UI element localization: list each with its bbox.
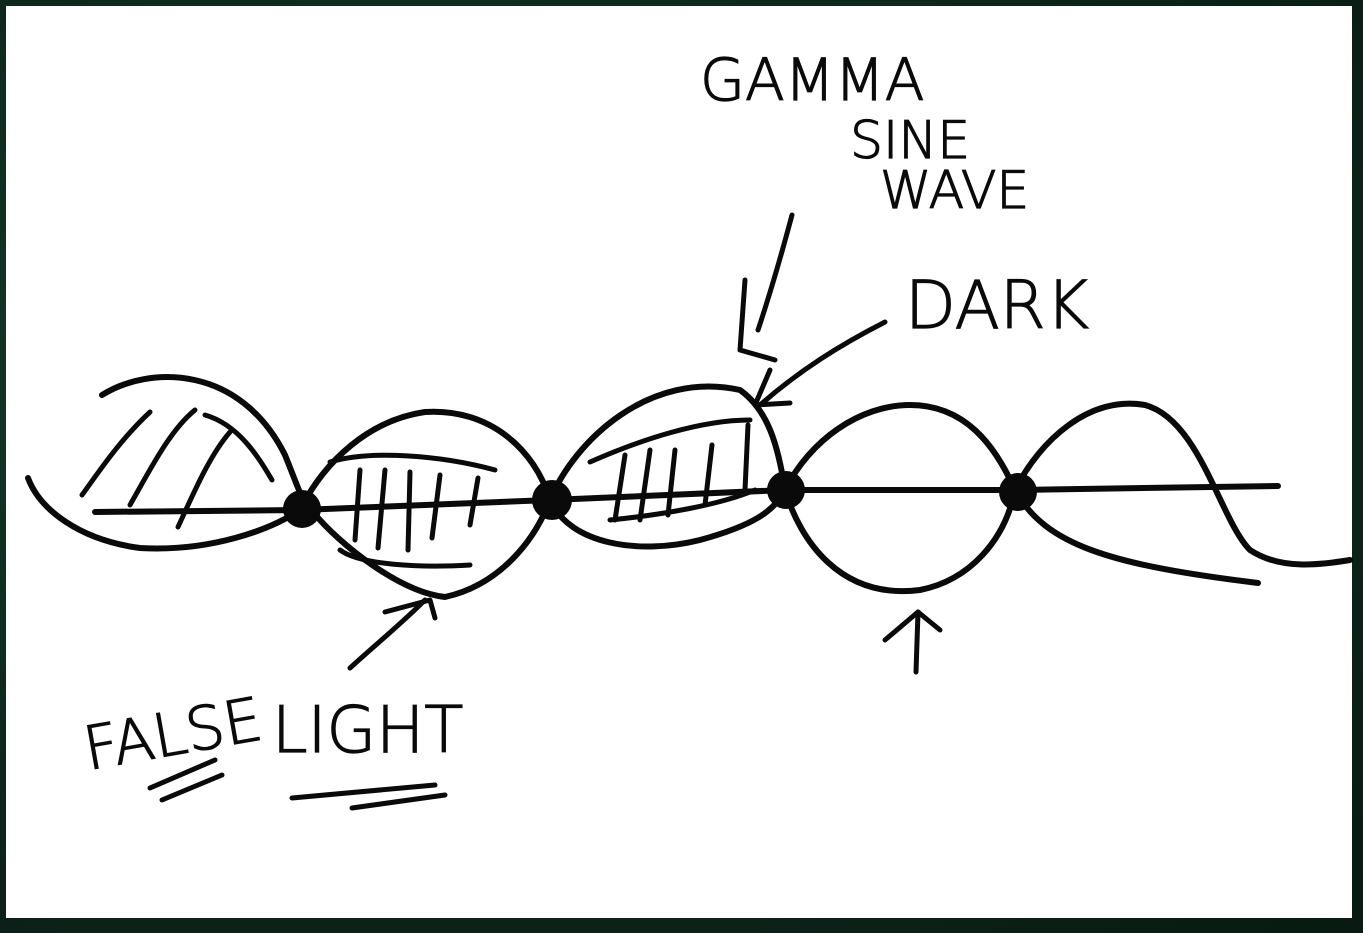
- dark-label: DARK: [905, 267, 1089, 344]
- dark-arrow: [752, 319, 888, 408]
- light-region-hatching-3: [587, 417, 758, 523]
- false-label: FALSE: [78, 685, 267, 785]
- gamma-label: GAMMA: [700, 46, 924, 114]
- light-label: LIGHT: [272, 694, 463, 768]
- false-underline: [147, 757, 225, 803]
- wave-label: WAVE: [880, 161, 1029, 221]
- wave-strand-b: [25, 402, 1261, 586]
- axis-line: [92, 483, 1281, 515]
- dark-region-arrow: [882, 609, 943, 675]
- light-region-hatching-2: [327, 452, 498, 569]
- node-2: [532, 480, 572, 520]
- light-underline: [289, 782, 448, 811]
- gamma-sine-wave-label: GAMMA SINE WAVE: [699, 45, 1029, 221]
- light-region-hatching-1: [79, 407, 275, 530]
- false-light-arrow: [347, 597, 438, 671]
- sine-label: SINE: [850, 111, 970, 171]
- gamma-arrow: [737, 212, 795, 363]
- whiteboard: [6, 6, 1352, 918]
- node-1: [283, 490, 321, 528]
- node-3: [767, 471, 805, 509]
- node-4: [999, 473, 1037, 511]
